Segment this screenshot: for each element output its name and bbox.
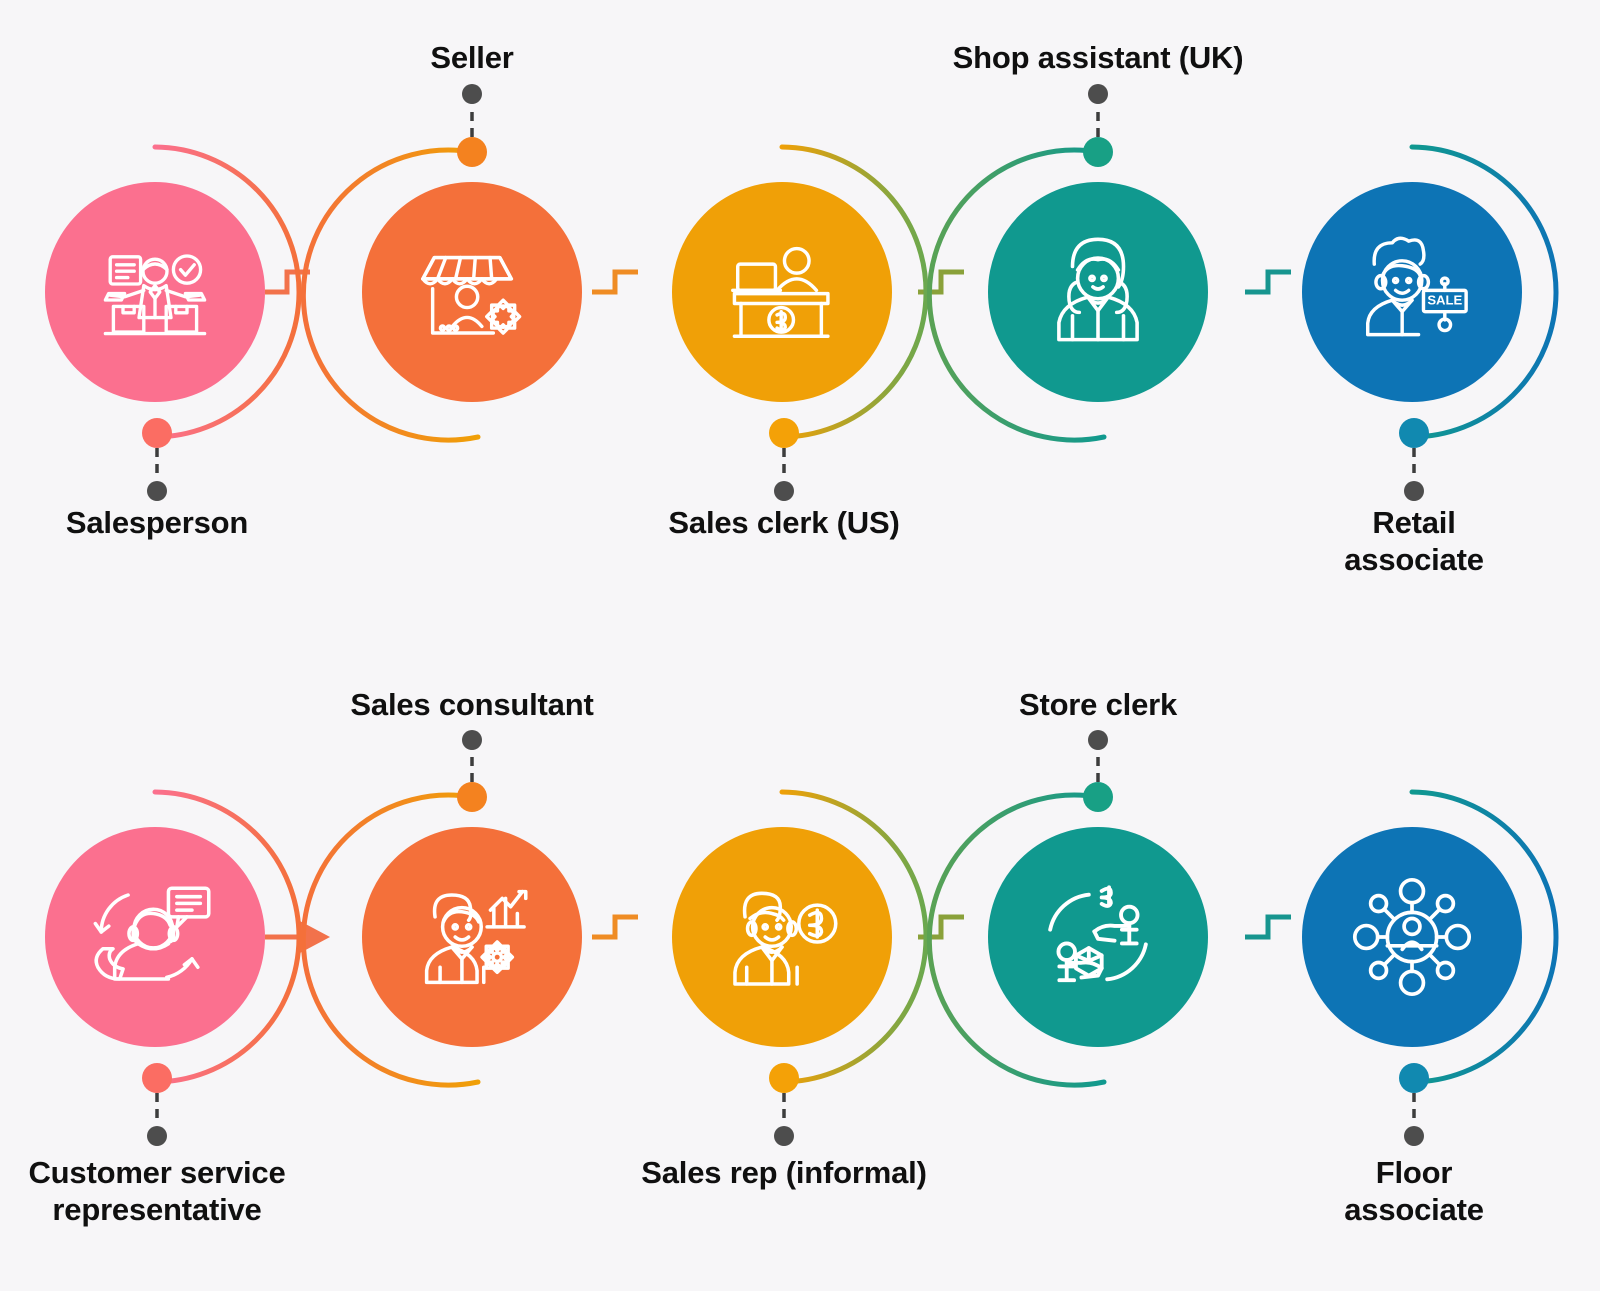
node-disc-floor-associate[interactable] (1302, 827, 1522, 1047)
node-disc-sales-consultant[interactable] (362, 827, 582, 1047)
node-label-store-clerk: Store clerk (1018, 687, 1178, 722)
node-disc-shop-assistant-uk[interactable] (988, 182, 1208, 402)
row-1-leaders (142, 730, 1429, 1146)
node-label-sales-consultant: Sales consultant (350, 687, 594, 722)
arc-shop-assistant-uk (926, 147, 1107, 443)
arc-floor-associate (1407, 789, 1559, 1085)
row-0-leaders (142, 84, 1429, 501)
node-label-seller: Seller (430, 40, 514, 75)
leader-sales-consultant (457, 730, 487, 812)
leader-shop-assistant-uk (1083, 84, 1113, 167)
node-disc-sales-rep-informal[interactable] (672, 827, 892, 1047)
arc-salesperson (150, 144, 302, 440)
node-label-retail-associate: Retail associate (1344, 505, 1484, 577)
row-1-discs (45, 827, 1522, 1047)
leader-sales-rep-informal (769, 1063, 799, 1146)
node-disc-seller[interactable] (362, 182, 582, 402)
node-label-salesperson: Salesperson (65, 505, 249, 540)
leader-store-clerk (1083, 730, 1113, 812)
arc-sales-clerk-us (777, 144, 929, 440)
leader-sales-clerk-us (769, 418, 799, 501)
node-label-sales-clerk-us: Sales clerk (US) (668, 505, 900, 540)
node-disc-salesperson[interactable] (45, 182, 265, 402)
arc-retail-associate (1407, 144, 1559, 440)
arc-customer-service-representative (150, 789, 302, 1085)
leader-floor-associate (1399, 1063, 1429, 1146)
node-label-customer-service-representative: Customer service representative (28, 1155, 286, 1227)
arc-seller (300, 147, 481, 443)
leader-salesperson (142, 418, 172, 501)
arc-sales-consultant (300, 792, 481, 1088)
leader-seller (457, 84, 487, 167)
node-label-floor-associate: Floor associate (1344, 1155, 1484, 1227)
node-disc-customer-service-representative[interactable] (45, 827, 265, 1047)
node-label-sales-rep-informal: Sales rep (informal) (641, 1155, 927, 1190)
node-label-shop-assistant-uk: Shop assistant (UK) (952, 40, 1244, 75)
leader-retail-associate (1399, 418, 1429, 501)
arc-sales-rep-informal (777, 789, 929, 1085)
leader-customer-service-representative (142, 1063, 172, 1146)
arc-store-clerk (926, 792, 1107, 1088)
node-disc-retail-associate[interactable] (1302, 182, 1522, 402)
